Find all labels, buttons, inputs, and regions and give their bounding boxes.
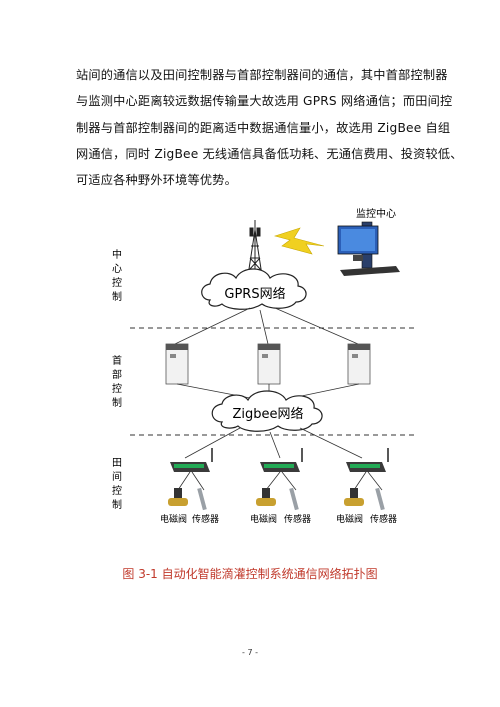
network-topology-diagram: 中 心 控 制 首 部 控 制 田 间 控 制 (100, 200, 420, 530)
field-controller-group (168, 448, 213, 511)
side-label-char: 控 (112, 276, 122, 289)
paragraph-line: 网通信，同时 ZigBee 无线通信具备低功耗、无通信费用、投资较低、 (76, 146, 463, 161)
valve-label: 电磁阀 (336, 513, 363, 525)
page-number: - 7 - (242, 648, 258, 657)
side-label-char: 首 (112, 354, 122, 367)
paragraph-line: 站间的通信以及田间控制器与首部控制器间的通信，其中首部控制器 (76, 68, 448, 82)
field-controller-group (256, 448, 303, 511)
field-controller-group (344, 448, 389, 511)
link-line (299, 427, 363, 459)
side-label-char: 控 (112, 484, 122, 497)
monitor-center-label: 监控中心 (356, 207, 396, 220)
figure-caption: 图 3-1 自动化智能滴灌控制系统通信网络拓扑图 (122, 567, 378, 581)
zigbee-cloud-label: Zigbee网络 (232, 406, 303, 422)
valve-label: 电磁阀 (160, 513, 187, 525)
link-line (269, 431, 281, 459)
paragraph-line: 可适应各种野外环境等优势。 (76, 173, 238, 188)
computer-icon (337, 221, 400, 276)
side-label-char: 部 (112, 368, 122, 381)
sensor-icon (289, 487, 299, 511)
side-label-char: 控 (112, 382, 122, 395)
side-label-head: 首 部 控 制 (112, 354, 122, 409)
link-line (259, 309, 269, 345)
solenoid-valve-icon (344, 488, 364, 506)
sensor-label: 传感器 (284, 513, 311, 525)
sensor-label: 传感器 (370, 513, 397, 525)
side-label-char: 中 (112, 248, 122, 261)
side-label-char: 制 (112, 290, 122, 303)
side-label-field: 田 间 控 制 (112, 458, 122, 511)
side-label-char: 制 (112, 396, 122, 409)
side-label-char: 制 (112, 498, 122, 511)
head-controller-cabinet (257, 343, 281, 385)
solenoid-valve-icon (256, 488, 276, 506)
sensor-icon (375, 487, 385, 511)
head-controller-cabinet (347, 343, 371, 385)
zigbee-cloud-shape (211, 390, 323, 432)
side-label-char: 心 (112, 263, 122, 275)
body-paragraph: 站间的通信以及田间控制器与首部控制器间的通信，其中首部控制器 与监测中心距离较远… (76, 62, 463, 193)
paragraph-line: 制器与首部控制器间的距离适中数据通信量小，故选用 ZigBee 自组 (76, 120, 451, 135)
sensor-icon (197, 487, 207, 511)
side-label-char: 田 (112, 458, 122, 469)
paragraph-line: 与监测中心距离较远数据传输量大故选用 GPRS 网络通信；而田间控 (76, 94, 453, 109)
link-line (174, 307, 251, 345)
side-label-center: 中 心 控 制 (112, 248, 122, 303)
wireless-signal-icon (273, 227, 325, 255)
topology-svg: 中 心 控 制 首 部 控 制 田 间 控 制 (112, 207, 418, 525)
link-line (184, 427, 241, 459)
gprs-cloud-shape (201, 268, 307, 310)
link-line (274, 307, 359, 345)
valve-label: 电磁阀 (250, 513, 277, 525)
side-label-char: 间 (112, 470, 122, 483)
solenoid-valve-icon (168, 488, 188, 506)
gprs-cloud-label: GPRS网络 (224, 286, 285, 302)
head-controller-cabinet (165, 343, 189, 385)
sensor-label: 传感器 (192, 513, 219, 525)
